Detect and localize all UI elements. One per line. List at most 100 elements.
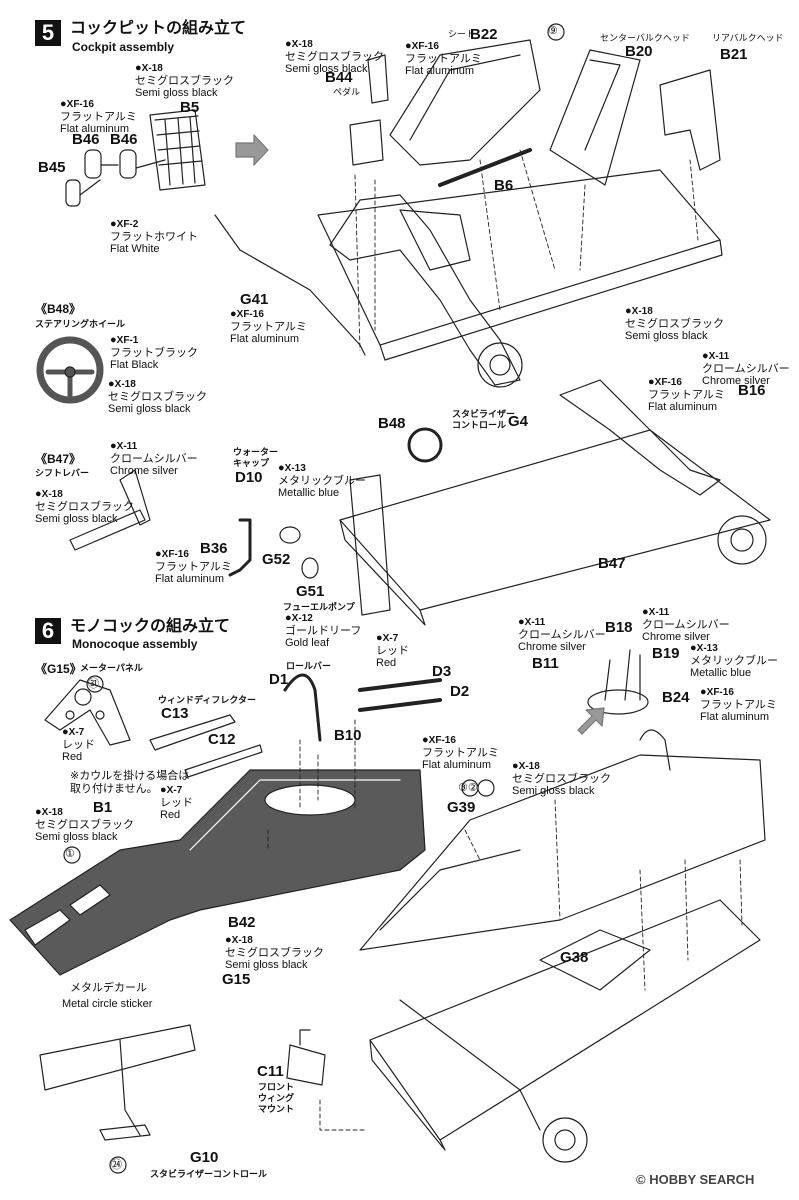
cockpit-chassis-drawing [214, 169, 723, 388]
part-c11: C11 [257, 1063, 284, 1080]
paint-label: ●X-11 クロームシルバー Chrome silver [642, 606, 730, 643]
step-6-title-jp: モノコックの組み立て [70, 618, 231, 635]
part-b1: B1 [93, 799, 113, 816]
part-b10: B10 [334, 727, 362, 744]
part-b16: B16 [738, 382, 766, 399]
paint-label: ●XF-16 フラットアルミ Flat aluminum [405, 40, 482, 77]
part-g38: G38 [560, 949, 589, 966]
part-b21: B21 [720, 46, 748, 63]
step-5-title-jp: コックピットの組み立て [70, 20, 247, 37]
front-wing-mount-drawing [286, 1044, 326, 1086]
paint-label: ●X-13 メタリックブルー Metallic blue [278, 462, 366, 499]
decal-label-en: Metal circle sticker [62, 998, 153, 1010]
part-b22-name: シート [448, 29, 476, 39]
part-b46: B46 [72, 131, 100, 148]
step-6-badge: 6 [35, 618, 61, 644]
seat-drawing [389, 39, 541, 166]
roll-bar-drawing [283, 673, 322, 742]
part-b21-name: リアバルクヘッド [712, 33, 784, 43]
callout-24: ㉔ [111, 1159, 122, 1171]
subassembly-b48-name: ステアリングホイール [35, 319, 126, 329]
part-d10: D10 [235, 469, 263, 486]
decal-label-jp: メタルデカール [70, 982, 147, 994]
callout-9: ⑨ [548, 25, 558, 37]
callout-1: ① [65, 848, 75, 860]
part-g39: G39 [447, 799, 476, 816]
part-b46: B46 [110, 131, 138, 148]
subassembly-g15-name: メーターパネル [80, 663, 143, 673]
part-c13: C13 [161, 705, 189, 722]
part-c13-name: ウィンドディフレクター [158, 695, 257, 705]
paint-label: ●XF-16 フラットアルミ Flat aluminum [60, 98, 137, 135]
paint-label: ●XF-2 フラットホワイト Flat White [110, 218, 198, 255]
paint-label: ●X-18 セミグロスブラック Semi gloss black [35, 488, 134, 525]
part-b6: B6 [494, 177, 514, 194]
part-b18: B18 [605, 619, 633, 636]
part-g4: G4 [508, 413, 529, 430]
paint-label: ●X-11 クロームシルバー Chrome silver [518, 616, 606, 653]
step-5-title-en: Cockpit assembly [72, 40, 175, 54]
part-b19: B19 [652, 645, 680, 662]
subassembly-b47-title: 《B47》 [35, 452, 82, 466]
part-c11-name-3: マウント [258, 1104, 295, 1114]
master-cylinders-drawing [65, 149, 166, 207]
part-d1-name: ロールバー [286, 661, 332, 671]
part-d3: D3 [432, 663, 452, 680]
step-6-title-en: Monocoque assembly [72, 637, 198, 651]
paint-label: ●XF-1 フラットブラック Flat Black [110, 334, 198, 371]
part-b20: B20 [625, 43, 653, 60]
part-b45: B45 [38, 159, 66, 176]
part-b47: B47 [598, 555, 626, 572]
part-g51-name: フューエルポンプ [283, 602, 355, 612]
part-b48: B48 [378, 415, 406, 432]
pedal-box-drawing [149, 109, 206, 191]
step-5-badge: 5 [35, 20, 61, 46]
part-b44: B44 [325, 69, 353, 86]
watermark: © HOBBY SEARCH [636, 1172, 755, 1187]
paint-label: ●X-18 セミグロスブラック Semi gloss black [512, 760, 611, 797]
monocoque-drawing [9, 769, 426, 976]
paint-label: ●X-7 レッド Red [160, 784, 193, 821]
chassis-lower-drawing [339, 379, 771, 626]
part-b36: B36 [200, 540, 228, 557]
callout-31: ㉛ [88, 678, 99, 690]
paint-label: ●X-18 セミグロスブラック Semi gloss black [135, 62, 234, 99]
part-d10-name-1: ウォーター [233, 447, 279, 457]
part-g4-name-1: スタビライザー [452, 409, 516, 419]
meter-panel-drawing [44, 679, 131, 746]
part-g15: G15 [222, 971, 251, 988]
part-g10-name: スタビライザーコントロール [150, 1169, 268, 1179]
part-b20-name: センターバルクヘッド [600, 33, 690, 43]
part-c12: C12 [208, 731, 236, 748]
cowl-note-1: ※カウルを掛ける場合は [70, 770, 190, 782]
paint-label: ●XF-16 フラットアルミ Flat aluminum [422, 734, 499, 771]
paint-label: ●X-11 クロームシルバー Chrome silver [110, 440, 198, 477]
rear-bulkhead-drawing [659, 69, 721, 171]
center-bulkhead-drawing [549, 49, 641, 186]
paint-label: ●XF-16 フラットアルミ Flat aluminum [700, 686, 777, 723]
paint-label: ●X-11 クロームシルバー Chrome silver [702, 350, 790, 387]
part-d1: D1 [269, 671, 289, 688]
paint-label: ●X-18 セミグロスブラック Semi gloss black [225, 934, 324, 971]
paint-label: ●XF-16 フラットアルミ Flat aluminum [230, 308, 307, 345]
paint-label: ●X-18 セミグロスブラック Semi gloss black [108, 378, 207, 415]
paint-label: ●XF-16 フラットアルミ Flat aluminum [155, 548, 232, 585]
part-d2: D2 [450, 683, 470, 700]
part-g51: G51 [296, 583, 325, 600]
part-b5: B5 [180, 99, 200, 116]
subassembly-b47-name: シフトレバー [35, 468, 90, 478]
paint-label: ●XF-16 フラットアルミ Flat aluminum [648, 376, 725, 413]
part-b11: B11 [532, 655, 559, 672]
part-g41: G41 [240, 291, 269, 308]
part-c11-name-2: ウィング [258, 1093, 295, 1103]
subassembly-b48-title: 《B48》 [35, 302, 82, 316]
part-b22: B22 [470, 26, 498, 43]
part-c11-name-1: フロント [258, 1082, 295, 1092]
part-b44-name: ペダル [333, 87, 361, 97]
paint-label: ●X-13 メタリックブルー Metallic blue [690, 642, 778, 679]
wind-deflector-drawing [149, 714, 236, 751]
paint-label: ●X-7 レッド Red [62, 726, 95, 763]
paint-label: ●X-18 セミグロスブラック Semi gloss black [625, 305, 724, 342]
part-g52: G52 [262, 551, 291, 568]
